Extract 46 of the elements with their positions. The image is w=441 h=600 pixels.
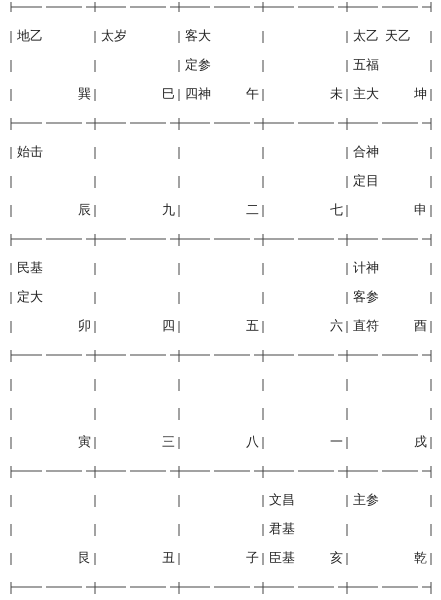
cell-text: 巽: [78, 87, 91, 103]
cell-text: 太乙: [353, 29, 379, 45]
cell-text: 文昌: [269, 493, 295, 509]
cell-text: 直符: [353, 319, 379, 335]
cell-text: 七: [330, 203, 343, 219]
cell-text: 酉: [414, 319, 427, 335]
cell-text: 子: [246, 551, 259, 567]
cell-text: 客参: [353, 290, 379, 306]
cell-text: 二: [246, 203, 259, 219]
cell-text: 始击: [17, 145, 43, 161]
cell-text: 巳: [162, 87, 175, 103]
cell-text: 丑: [162, 551, 175, 567]
cell-text: 民基: [17, 261, 43, 277]
cell-text: 九: [162, 203, 175, 219]
cell-text: 戌: [414, 435, 427, 451]
cell-text: 臣基: [269, 551, 295, 567]
cell-text: 乾: [414, 551, 427, 567]
cell-text: 五福: [353, 58, 379, 74]
cell-text: 主参: [353, 493, 379, 509]
cell-text: 辰: [78, 203, 91, 219]
cell-text: 太岁: [101, 29, 127, 45]
cell-text: 四: [162, 319, 175, 335]
cell-text: 亥: [330, 551, 343, 567]
cell-text: 主大: [353, 87, 379, 103]
cell-text: 八: [246, 435, 259, 451]
cell-text: 天乙: [385, 29, 411, 45]
cell-text: 计神: [353, 261, 379, 277]
cell-text: 合神: [353, 145, 379, 161]
cell-text: 五: [246, 319, 259, 335]
cell-text: 三: [162, 435, 175, 451]
cell-text: 申: [414, 203, 427, 219]
cell-text: 客大: [185, 29, 211, 45]
cell-text: 六: [330, 319, 343, 335]
cell-text: 午: [246, 87, 259, 103]
cell-text: 君基: [269, 522, 295, 538]
cell-text: 定参: [185, 58, 211, 74]
cell-text: 四神: [185, 87, 211, 103]
cell-text: 艮: [78, 551, 91, 567]
cell-text: 一: [330, 435, 343, 451]
cell-text: 寅: [78, 435, 91, 451]
cell-text: 卯: [78, 319, 91, 335]
cell-text: 定大: [17, 290, 43, 306]
cell-text: 坤: [414, 87, 427, 103]
cell-text: 地乙: [17, 29, 43, 45]
cell-text: 未: [330, 87, 343, 103]
cell-text: 定目: [353, 174, 379, 190]
